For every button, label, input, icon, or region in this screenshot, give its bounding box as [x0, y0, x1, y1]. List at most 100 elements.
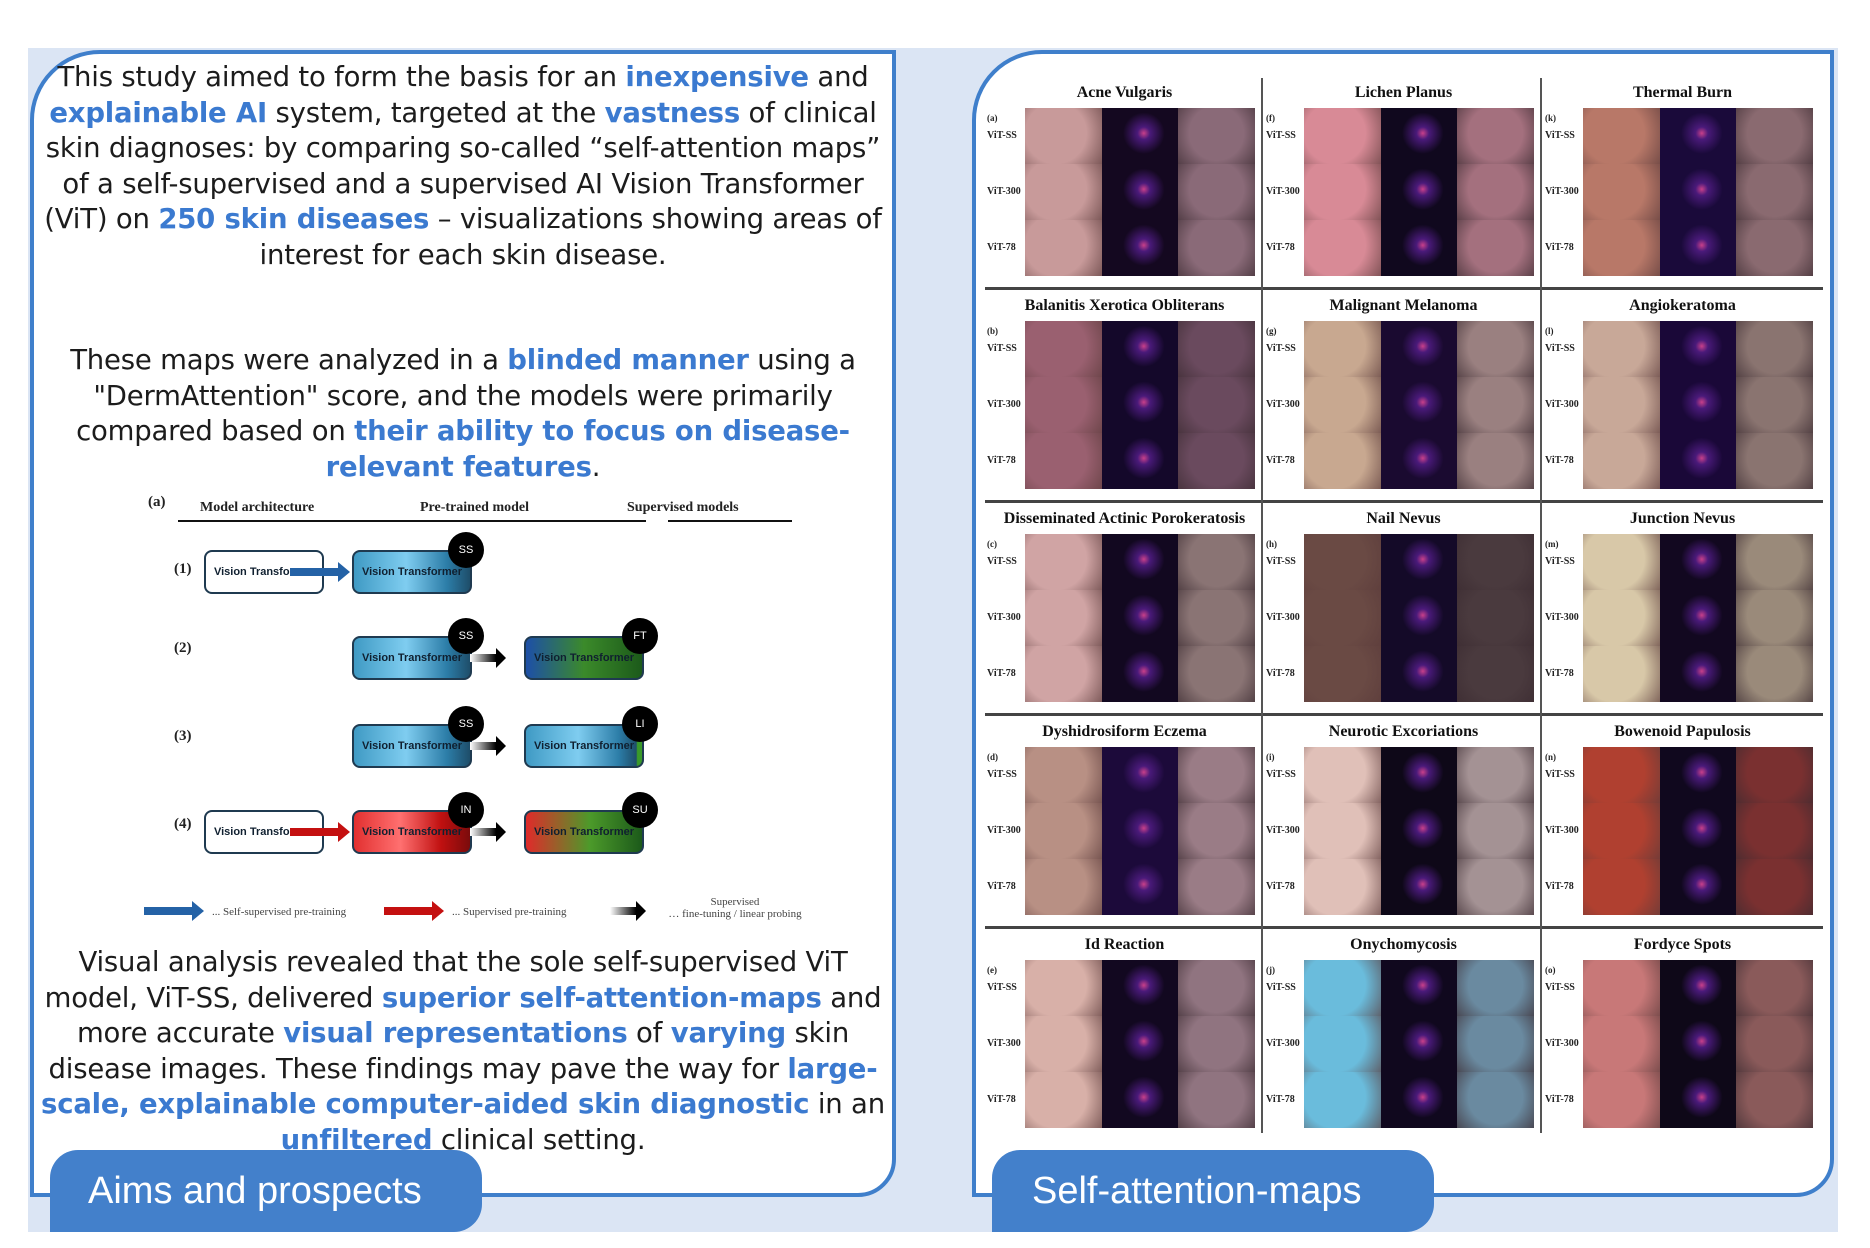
attention-map-image	[1380, 1016, 1458, 1072]
overlay-image	[1178, 164, 1255, 220]
row-label: ViT-300	[1545, 399, 1579, 410]
text: These maps were analyzed in a	[70, 344, 508, 376]
overlay-image	[1178, 747, 1255, 803]
row-label: ViT-78	[1266, 668, 1295, 679]
cell-letter: (l)	[1545, 326, 1554, 336]
cell-title: Disseminated Actinic Porokeratosis	[1003, 510, 1246, 527]
text: of	[627, 1017, 671, 1049]
badge-li: LI	[622, 706, 658, 742]
row-label: ViT-SS	[1266, 982, 1296, 993]
image-grid	[1304, 747, 1534, 915]
original-image	[1304, 859, 1381, 915]
row-label: ViT-78	[1545, 668, 1574, 679]
image-grid	[1583, 108, 1813, 276]
highlight: blinded manner	[507, 344, 749, 376]
aims-paragraph-3: Visual analysis revealed that the sole s…	[40, 945, 886, 1158]
row-label: ViT-300	[1545, 186, 1579, 197]
original-image	[1583, 164, 1660, 220]
aims-paragraph-1: This study aimed to form the basis for a…	[40, 60, 886, 273]
overlay-image	[1736, 164, 1813, 220]
badge-ss: SS	[448, 618, 484, 654]
highlight: vastness	[604, 96, 741, 129]
overlay-image	[1178, 1016, 1255, 1072]
original-image	[1304, 590, 1381, 646]
attention-map-image	[1380, 859, 1458, 915]
overlay-image	[1178, 321, 1255, 377]
original-image	[1025, 220, 1102, 276]
aims-tab-label: Aims and prospects	[50, 1150, 482, 1232]
highlight: inexpensive	[625, 61, 809, 93]
row-label: ViT-300	[1266, 399, 1300, 410]
header-rule	[178, 520, 646, 522]
cell-letter: (b)	[987, 326, 998, 336]
legend-red-arrow-icon	[384, 901, 448, 921]
attention-map-image	[1380, 590, 1458, 646]
original-image	[1583, 1072, 1660, 1128]
cell-letter: (a)	[987, 113, 998, 123]
cell-title: Neurotic Excoriations	[1328, 723, 1479, 740]
original-image	[1304, 321, 1381, 377]
text: skin disease images. These findings may …	[48, 1017, 850, 1085]
highlight: explainable AI	[49, 96, 267, 129]
overlay-image	[1736, 377, 1813, 433]
row-label: ViT-SS	[987, 769, 1017, 780]
attention-map-image	[1659, 164, 1737, 220]
text: .	[591, 450, 601, 483]
attention-map-image	[1101, 220, 1179, 276]
row-label: ViT-SS	[1545, 556, 1575, 567]
cell-title: Balanitis Xerotica Obliterans	[1024, 297, 1225, 314]
attention-map-image	[1659, 646, 1737, 702]
overlay-image	[1457, 960, 1534, 1016]
cell-letter: (c)	[987, 539, 997, 549]
overlay-image	[1736, 590, 1813, 646]
legend-line: … fine-tuning / linear probing	[668, 908, 802, 920]
row-label: ViT-SS	[1266, 343, 1296, 354]
attention-map-image	[1380, 377, 1458, 433]
original-image	[1025, 646, 1102, 702]
cell-title: Fordyce Spots	[1633, 936, 1732, 953]
cell-letter: (e)	[987, 965, 997, 975]
original-image	[1025, 803, 1102, 859]
attention-map-image	[1659, 433, 1737, 489]
overlay-image	[1457, 534, 1534, 590]
attention-map-image	[1101, 803, 1179, 859]
overlay-image	[1178, 220, 1255, 276]
original-image	[1025, 1072, 1102, 1128]
text: and more accurate	[76, 981, 882, 1050]
original-image	[1025, 321, 1102, 377]
overlay-image	[1736, 1016, 1813, 1072]
row-divider	[985, 926, 1823, 929]
attention-map-image	[1380, 1072, 1458, 1128]
overlay-image	[1736, 534, 1813, 590]
overlay-image	[1736, 960, 1813, 1016]
overlay-image	[1457, 859, 1534, 915]
attention-map-image	[1101, 960, 1179, 1016]
attention-map-image	[1101, 1016, 1179, 1072]
overlay-image	[1736, 321, 1813, 377]
overlay-image	[1457, 220, 1534, 276]
attention-map-image	[1380, 960, 1458, 1016]
original-image	[1304, 220, 1381, 276]
highlight: their ability to focus on disease-releva…	[325, 415, 850, 483]
text: in an	[809, 1088, 885, 1120]
row-label: ViT-300	[987, 186, 1021, 197]
original-image	[1025, 534, 1102, 590]
pretrained-box: Vision Transformer	[352, 550, 472, 594]
original-image	[1583, 321, 1660, 377]
image-grid	[1583, 960, 1813, 1128]
cell-title: Acne Vulgaris	[1076, 84, 1173, 101]
attention-map-image	[1380, 646, 1458, 702]
row-label: ViT-300	[987, 825, 1021, 836]
attention-map-image	[1659, 747, 1737, 803]
cell-letter: (f)	[1266, 113, 1275, 123]
row-label: ViT-SS	[987, 343, 1017, 354]
image-grid	[1025, 747, 1255, 915]
image-grid	[1025, 321, 1255, 489]
row-label: ViT-SS	[987, 556, 1017, 567]
original-image	[1025, 108, 1102, 164]
